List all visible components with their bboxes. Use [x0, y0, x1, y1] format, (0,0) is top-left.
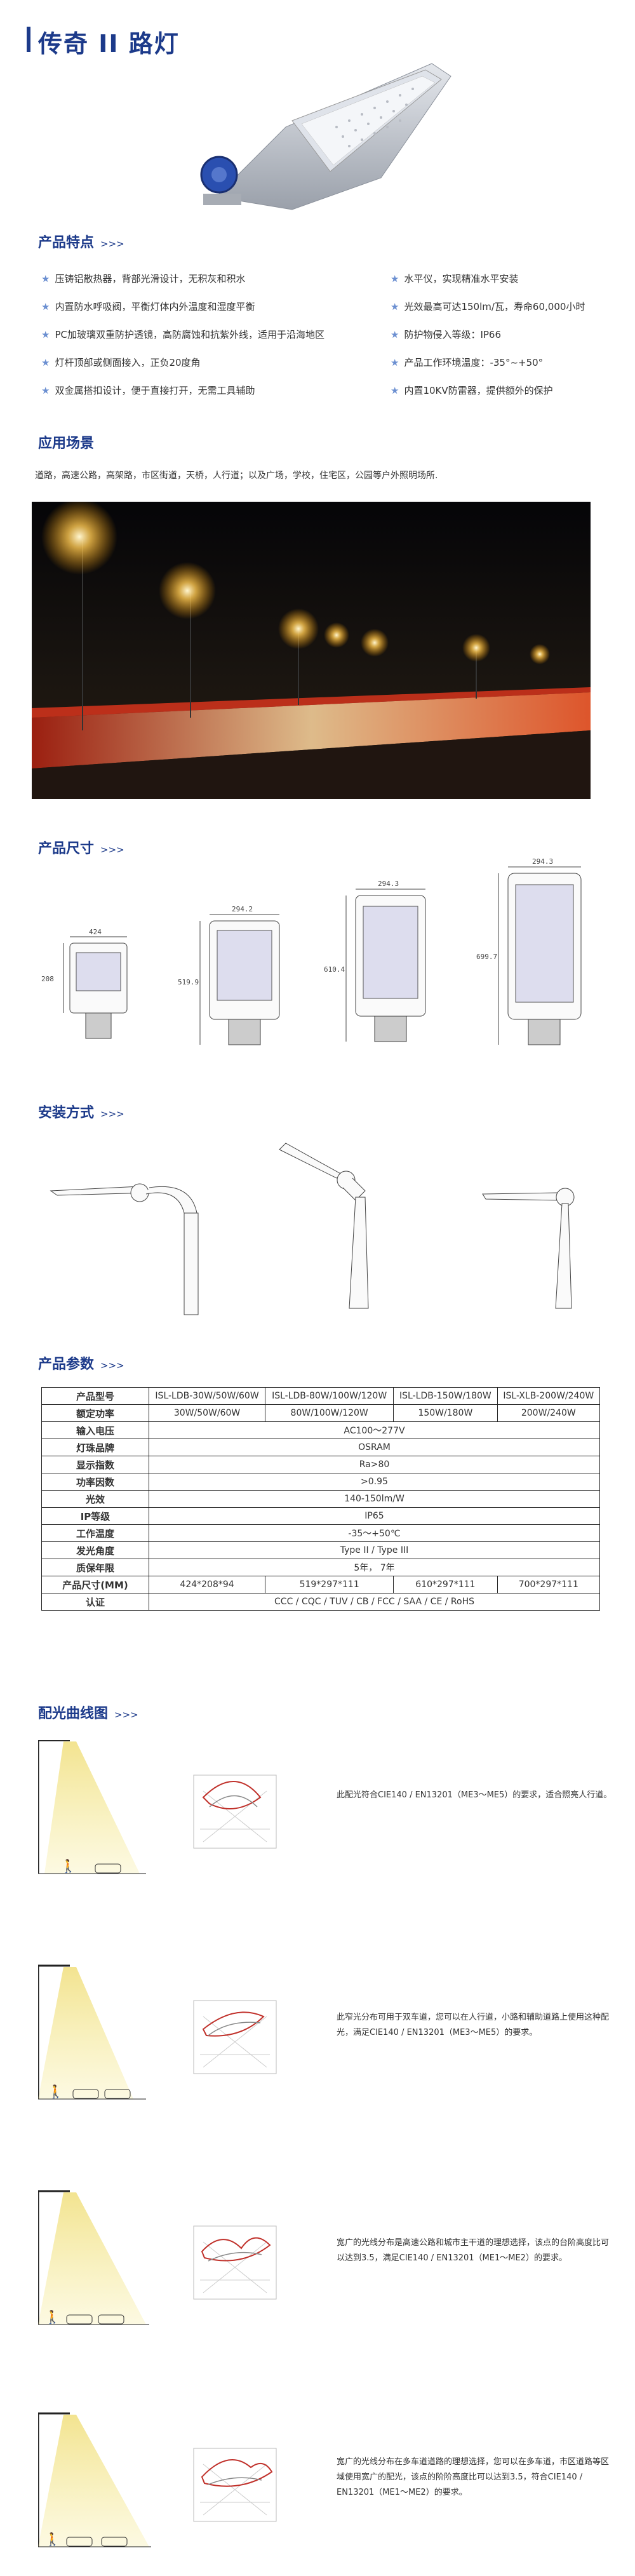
lamp-drawing-2: 294.2 519.9: [178, 905, 280, 1045]
feature-item: ★灯杆顶部或侧面接入，正负20度角: [41, 357, 201, 368]
distribution-description-3: 宽广的光线分布是高速公路和城市主干道的理想选择，该点的台阶高度比可以达到3.5，…: [337, 2238, 610, 2263]
svg-text:294.2: 294.2: [232, 905, 253, 913]
lamp-drawing-3: 294.3 610.4: [324, 880, 426, 1042]
feature-item: ★产品工作环境温度：-35°~+50°: [391, 357, 544, 368]
install-side-entry: [50, 1183, 199, 1315]
star-icon: ★: [391, 357, 399, 368]
distribution-block-2: 🚶: [38, 1964, 277, 2100]
title-accent-bar: [27, 27, 30, 52]
highway-night-photo: [32, 502, 591, 799]
svg-text:610.4: 610.4: [324, 965, 345, 974]
feature-item: ★压铸铝散热器，背部光滑设计，无积灰和积水: [41, 273, 246, 285]
svg-text:699.7: 699.7: [476, 953, 497, 961]
dim-label: 208: [41, 975, 54, 983]
svg-text:294.3: 294.3: [378, 880, 399, 888]
application-text: 道路，高速公路，高架路，市区街道，天桥，人行道；以及广场，学校，住宅区，公园等户…: [35, 471, 438, 481]
feature-item: ★光效最高可达150lm/瓦，寿命60,000小时: [391, 301, 585, 312]
installation-heading: 安装方式>>>: [38, 1105, 124, 1121]
params-heading: 产品参数>>>: [38, 1357, 124, 1372]
star-icon: ★: [41, 357, 50, 368]
install-horizontal: [482, 1188, 575, 1309]
page-title: 传奇 II 路灯: [38, 30, 180, 58]
person-icon: 🚶: [60, 1858, 76, 1874]
feature-item: ★内置防水呼吸阀，平衡灯体内外温度和湿度平衡: [41, 301, 255, 312]
feature-item: ★PC加玻璃双重防护透镜，高防腐蚀和抗紫外线，适用于沿海地区: [41, 329, 324, 340]
distribution-description-1: 此配光符合CIE140 / EN13201（ME3～ME5）的要求，适合照亮人行…: [337, 1790, 612, 1800]
hero-lamp-image: [200, 63, 451, 210]
install-top-entry: [279, 1143, 369, 1309]
star-icon: ★: [391, 329, 399, 340]
star-icon: ★: [41, 273, 50, 285]
person-icon: 🚶: [44, 2532, 60, 2547]
svg-text:519.9: 519.9: [178, 978, 199, 986]
svg-text:294.3: 294.3: [532, 857, 553, 866]
distribution-block-3: 🚶: [38, 2190, 277, 2325]
installation-drawings: [50, 1143, 575, 1315]
dimensions-heading: 产品尺寸>>>: [38, 841, 124, 857]
features-heading: 产品特点>>>: [38, 235, 124, 251]
feature-item: ★水平仪，实现精准水平安装: [391, 273, 519, 285]
lamp-drawing-4: 294.3 699.7: [476, 857, 582, 1045]
dimension-drawings: 424 208 294.2 519.9 294.3 610.4 294.3 69…: [41, 857, 582, 1045]
distribution-block-4: 🚶: [38, 2412, 277, 2547]
star-icon: ★: [391, 385, 399, 396]
dim-label: 424: [89, 928, 102, 936]
star-icon: ★: [41, 329, 50, 340]
person-icon: 🚶: [48, 2084, 64, 2099]
star-icon: ★: [391, 301, 399, 312]
star-icon: ★: [391, 273, 399, 285]
distribution-heading: 配光曲线图>>>: [38, 1706, 138, 1722]
distribution-description-2: 此窄光分布可用于双车道，您可以在人行道，小路和辅助道路上使用这种配光，满足CIE…: [337, 2013, 610, 2037]
star-icon: ★: [41, 385, 50, 396]
distribution-description-4: 宽广的光线分布在多车道道路的理想选择，您可以在多车道，市区道路等区域使用宽广的配…: [337, 2457, 610, 2497]
feature-item: ★内置10KV防雷器，提供额外的保护: [391, 385, 553, 396]
feature-item: ★双金属搭扣设计，便于直接打开，无需工具辅助: [41, 385, 255, 396]
table-row: 功率因数>0.95: [41, 1473, 600, 1491]
star-icon: ★: [41, 301, 50, 312]
lamp-drawing-1: 424 208: [41, 928, 128, 1039]
application-heading: 应用场景: [38, 436, 95, 452]
distribution-block-1: 🚶: [38, 1740, 277, 1874]
table-row: 工作温度-35～+50℃: [41, 1524, 600, 1542]
feature-item: ★防护物侵入等级：IP66: [391, 329, 502, 340]
distribution-graphics: 🚶 🚶 🚶 🚶: [38, 1740, 277, 2547]
person-icon: 🚶: [44, 2309, 60, 2324]
